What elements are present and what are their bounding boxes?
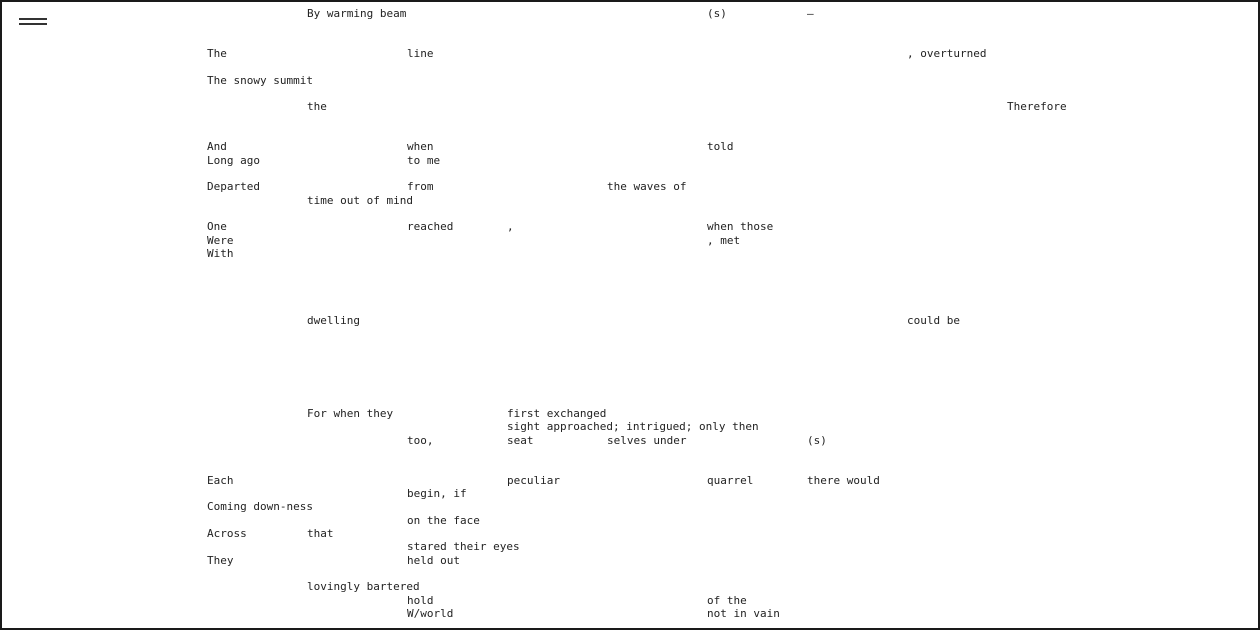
poem-word: quarrel: [707, 474, 754, 487]
poem-word: of the: [707, 594, 747, 607]
poem-word: Therefore: [1007, 100, 1067, 113]
poem-word: Departed: [207, 180, 260, 193]
poem-word: For when they: [307, 407, 394, 420]
poem-word: begin, if: [407, 487, 467, 500]
poem-word: line: [407, 47, 434, 60]
poem-word: seat: [507, 434, 534, 447]
poem-word: on the face: [407, 514, 480, 527]
poem-word: not in vain: [707, 607, 780, 620]
poem-word: (s): [707, 7, 727, 20]
poem-word: Long ago: [207, 154, 260, 167]
poem-word: –: [807, 7, 814, 20]
poem-word: Across: [207, 527, 247, 540]
poem-word: The snowy summit: [207, 74, 313, 87]
poem-word: With: [207, 247, 234, 260]
poem-word: when: [407, 140, 434, 153]
menu-icon[interactable]: [19, 18, 47, 25]
poem-word: Each: [207, 474, 234, 487]
poem-word: hold: [407, 594, 434, 607]
poem-word: ,: [507, 220, 514, 233]
poem-word: , met: [707, 234, 741, 247]
poem-word: (s): [807, 434, 827, 447]
poem-word: And: [207, 140, 227, 153]
poem-word: Coming down-ness: [207, 500, 313, 513]
poem-word: too,: [407, 434, 434, 447]
poem-word: told: [707, 140, 734, 153]
poem-word: By warming beam: [307, 7, 407, 20]
poem-word: They: [207, 554, 234, 567]
poem-word: first exchanged: [507, 407, 607, 420]
poem-word: Were: [207, 234, 234, 247]
poem-word: peculiar: [507, 474, 560, 487]
poem-word: that: [307, 527, 334, 540]
poem-word: from: [407, 180, 434, 193]
poem-word: stared their eyes: [407, 540, 520, 553]
poem-word: dwelling: [307, 314, 360, 327]
poem-word: reached: [407, 220, 454, 233]
poem-word: sight approached; intrigued; only then: [507, 420, 759, 433]
poem-word: when those: [707, 220, 774, 233]
poem-word: to me: [407, 154, 441, 167]
poem-word: The: [207, 47, 227, 60]
poem-word: selves under: [607, 434, 687, 447]
poem-word: the waves of: [607, 180, 687, 193]
poem-word: time out of mind: [307, 194, 413, 207]
poem-word: lovingly bartered: [307, 580, 420, 593]
poem-word: there would: [807, 474, 880, 487]
poem-word: could be: [907, 314, 960, 327]
poem-word: W/world: [407, 607, 454, 620]
poem-word: One: [207, 220, 227, 233]
poem-word: , overturned: [907, 47, 987, 60]
poem-word: the: [307, 100, 327, 113]
poem-word: held out: [407, 554, 460, 567]
